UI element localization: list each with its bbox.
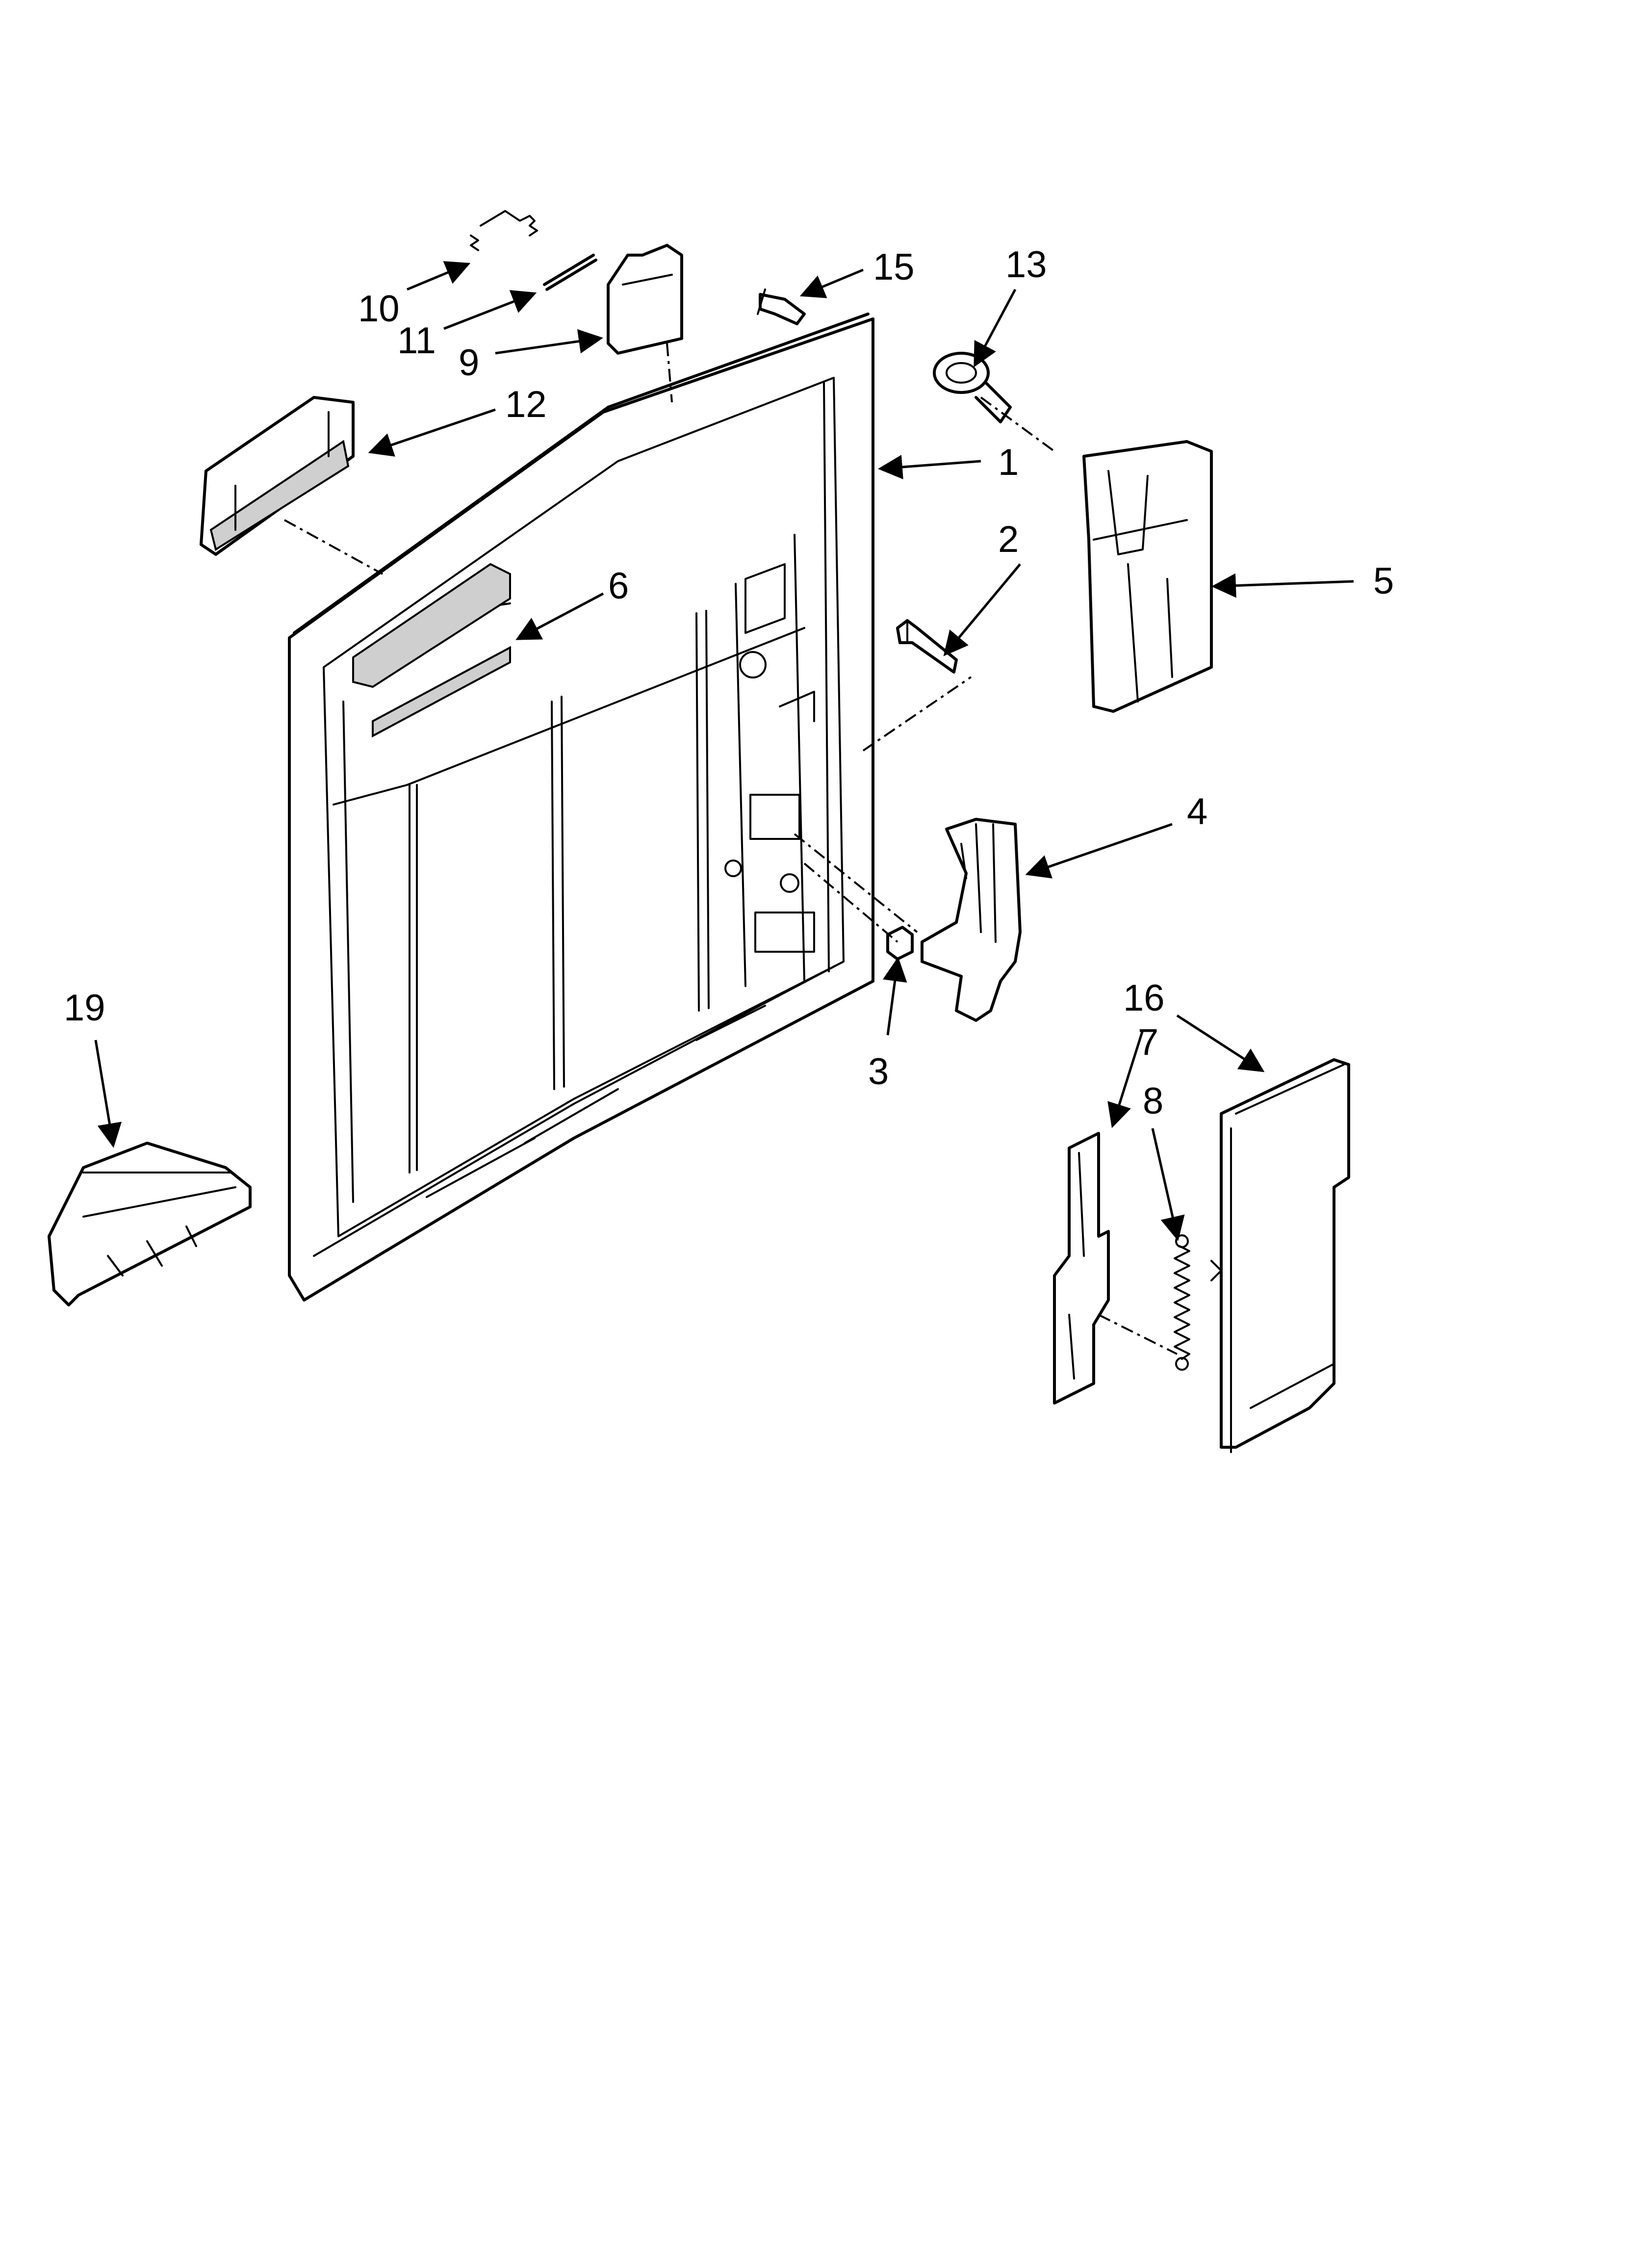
cap-part-13 bbox=[933, 352, 1012, 423]
rod-part-11 bbox=[543, 254, 597, 291]
knob-part-3 bbox=[886, 926, 914, 961]
callout-5: 5 bbox=[1373, 560, 1394, 602]
callout-8: 8 bbox=[1143, 1080, 1163, 1122]
callout-9: 9 bbox=[459, 342, 479, 384]
callout-13: 13 bbox=[1005, 244, 1047, 286]
callout-4: 4 bbox=[1187, 791, 1207, 833]
spring-clip-part-10 bbox=[470, 210, 538, 251]
cover-part-9 bbox=[607, 244, 683, 355]
latch-part-4 bbox=[921, 818, 1022, 1022]
assembly-lines bbox=[284, 343, 1178, 1355]
spring-part-8 bbox=[1174, 1234, 1190, 1371]
vent-part-12 bbox=[200, 396, 355, 556]
callout-labels: 1 2 3 4 5 6 7 8 9 10 11 12 13 15 16 19 bbox=[64, 244, 1394, 1122]
leader-lines bbox=[94, 261, 1354, 1241]
screw-part-15 bbox=[757, 288, 806, 325]
end-cap-part-19 bbox=[48, 1142, 252, 1306]
callout-16: 16 bbox=[1123, 977, 1165, 1019]
door-panel-part-1 bbox=[288, 313, 874, 1302]
callout-12: 12 bbox=[505, 384, 547, 425]
callout-19: 19 bbox=[64, 987, 105, 1029]
callout-11: 11 bbox=[397, 320, 436, 362]
callout-6: 6 bbox=[608, 565, 629, 607]
latch-housing-part-5 bbox=[1082, 440, 1213, 713]
callout-1: 1 bbox=[998, 442, 1019, 483]
callout-2: 2 bbox=[998, 519, 1019, 560]
link-part-7 bbox=[1053, 1132, 1110, 1405]
callout-15: 15 bbox=[873, 246, 915, 288]
side-panel-part-16 bbox=[1210, 1058, 1350, 1453]
callout-3: 3 bbox=[868, 1051, 889, 1093]
callout-7: 7 bbox=[1138, 1021, 1158, 1063]
bracket-part-2 bbox=[896, 619, 958, 674]
callout-10: 10 bbox=[358, 288, 400, 330]
